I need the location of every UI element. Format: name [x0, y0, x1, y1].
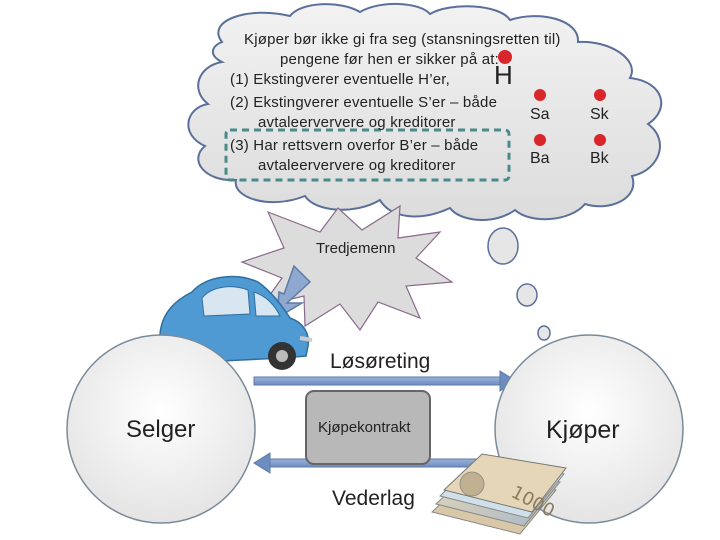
badge-dot-bk — [594, 134, 606, 146]
third-party-starburst — [240, 204, 454, 332]
badge-bk: Bk — [590, 150, 609, 167]
thought-bubble-large — [487, 227, 519, 265]
contract-box — [305, 390, 431, 465]
third-party-label: Tredjemenn — [316, 240, 396, 257]
seller-circle — [66, 334, 256, 524]
thought-bubble-medium — [516, 283, 538, 307]
highlight-box — [224, 128, 511, 182]
flow-top-label: Løsøreting — [330, 350, 431, 373]
badge-sk: Sk — [590, 106, 609, 123]
badge-markers — [498, 50, 606, 146]
badge-dot-ba — [534, 134, 546, 146]
cloud-item-3b: avtaleerververe og kreditorer — [258, 157, 456, 174]
contract-label: Kjøpekontrakt — [318, 419, 411, 436]
cloud-intro-line-2: pengene før hen er sikker på at: — [280, 51, 500, 68]
cloud-item-2a: (2) Ekstingverer eventuelle S’er – både — [230, 94, 498, 111]
badge-sa: Sa — [530, 106, 550, 123]
cloud-item-2b: avtaleerververe og kreditorer — [258, 114, 456, 131]
badge-dot-sa — [534, 89, 546, 101]
banknotes-illustration: 1000 — [430, 453, 567, 535]
flow-bottom-label: Vederlag — [332, 487, 415, 510]
cloud-item-1: (1) Ekstingverer eventuelle H’er, — [230, 71, 451, 88]
thought-cloud — [187, 2, 663, 341]
badge-h: H — [494, 60, 513, 90]
car-illustration — [158, 275, 313, 372]
arrow-right-loesoreting — [253, 370, 517, 392]
thought-bubble-small — [537, 325, 551, 341]
seller-label: Selger — [126, 416, 196, 443]
cloud-intro-line-1: Kjøper bør ikke gi fra seg (stansningsre… — [244, 31, 561, 48]
cloud-item-3a: (3) Har rettsvern overfor B’er – både — [230, 137, 479, 154]
badge-dot-sk — [594, 89, 606, 101]
badge-dot-h — [498, 50, 512, 64]
buyer-label: Kjøper — [546, 416, 620, 444]
badge-ba: Ba — [530, 150, 550, 167]
callout-arrow — [276, 264, 312, 320]
